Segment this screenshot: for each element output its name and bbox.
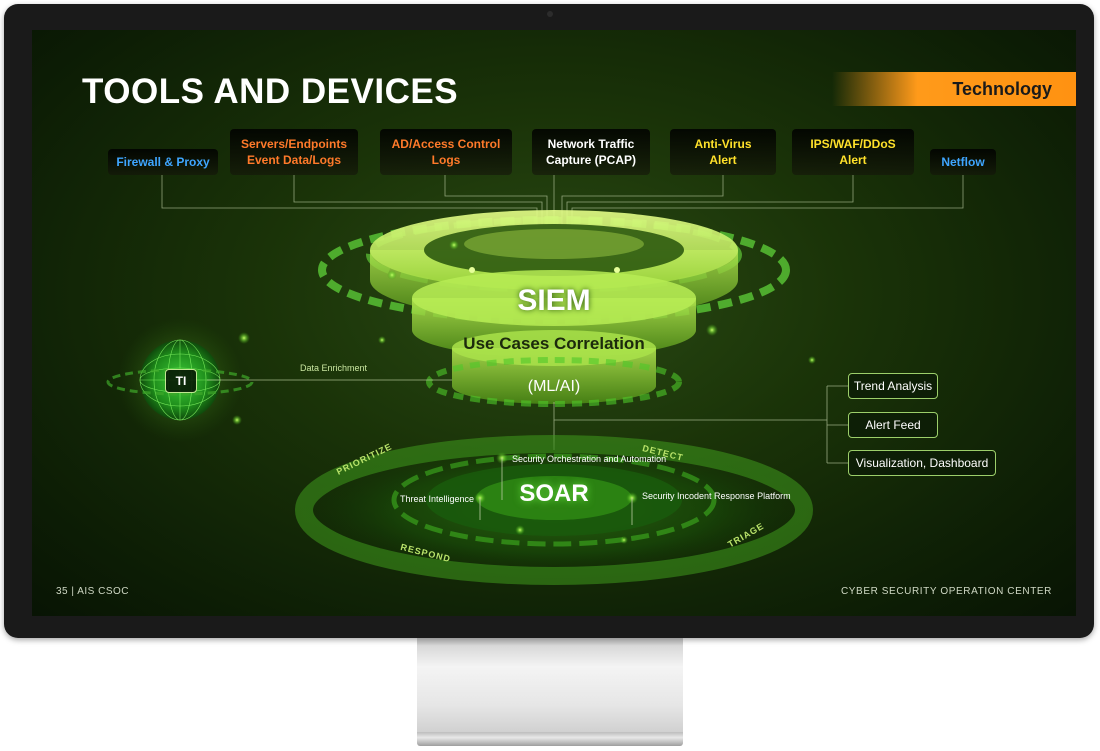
soar-platform: [289, 435, 819, 585]
siem-lower-disk: [452, 330, 656, 404]
siem-ml-label: (ML/AI): [527, 378, 581, 395]
source-label: Network Traffic: [547, 137, 635, 151]
output-connectors: [553, 385, 848, 464]
soar-title: SOAR: [519, 480, 589, 507]
camera-dot: [547, 11, 553, 17]
output-alert-feed: Alert Feed: [848, 412, 938, 438]
soar-orchestration-label: Security Orchestration and Automation: [512, 454, 667, 464]
source-label: Anti-Virus: [694, 137, 752, 151]
soar-pins: [479, 458, 633, 525]
source-label: AD/Access Control: [391, 137, 501, 151]
siem-top-disk: [370, 210, 738, 320]
monitor-stand: [417, 638, 683, 734]
source-ips-waf-ddos: IPS/WAF/DDoS Alert: [792, 129, 914, 175]
source-ad-access-control: AD/Access Control Logs: [380, 129, 512, 175]
slide-screen: TOOLS AND DEVICES Technology Firewall & …: [32, 30, 1076, 616]
footer-separator: |: [71, 586, 78, 597]
source-netflow: Netflow: [930, 149, 996, 175]
ti-label: TI: [175, 374, 187, 388]
source-label: Event Data/Logs: [246, 153, 342, 167]
footer-center-name: CYBER SECURITY OPERATION CENTER: [840, 586, 1052, 597]
source-anti-virus: Anti-Virus Alert: [670, 129, 776, 175]
data-enrichment-label: Data Enrichment: [300, 363, 368, 373]
source-label: IPS/WAF/DDoS: [810, 137, 896, 151]
diagram-canvas: [106, 175, 964, 585]
source-label: Capture (PCAP): [545, 153, 636, 167]
soar-incident-response-label: Security Incodent Response Platform: [642, 491, 791, 501]
output-trend-analysis: Trend Analysis: [848, 373, 938, 399]
source-network-traffic: Network Traffic Capture (PCAP): [532, 129, 650, 175]
source-label: Logs: [431, 153, 461, 167]
source-label: Servers/Endpoints: [240, 137, 348, 151]
siem-title: SIEM: [517, 284, 591, 317]
ti-badge: TI: [165, 369, 197, 393]
source-label: Netflow: [941, 155, 985, 169]
source-label: Firewall & Proxy: [116, 155, 210, 169]
output-visualization-dashboard: Visualization, Dashboard: [848, 450, 996, 476]
output-label: Alert Feed: [865, 418, 921, 432]
siem-bottom-ring: [426, 357, 682, 407]
output-label: Trend Analysis: [853, 379, 933, 393]
monitor-bezel: TOOLS AND DEVICES Technology Firewall & …: [4, 4, 1094, 638]
siem-correlation-label: Use Cases Correlation: [463, 334, 645, 353]
page-number: 35: [56, 586, 69, 597]
footer-page-info: 35 | AIS CSOC: [56, 586, 129, 597]
source-firewall-proxy: Firewall & Proxy: [108, 149, 218, 175]
footer-org: AIS CSOC: [77, 586, 130, 597]
soar-threat-intel-label: Threat Intelligence: [400, 494, 475, 504]
monitor-stand-base: [417, 732, 683, 746]
technology-badge: Technology: [832, 72, 1076, 106]
page-title: TOOLS AND DEVICES: [82, 72, 459, 111]
source-label: Alert: [839, 153, 867, 167]
output-label: Visualization, Dashboard: [855, 456, 989, 470]
source-label: Alert: [709, 153, 737, 167]
source-servers-endpoints: Servers/Endpoints Event Data/Logs: [230, 129, 358, 175]
